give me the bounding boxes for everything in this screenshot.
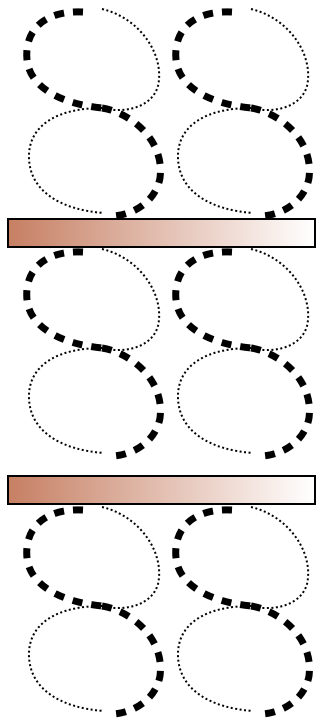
figure-eight-icon	[27, 9, 161, 216]
figure-eight-icon	[27, 249, 161, 456]
figure-eight-icon	[176, 249, 310, 456]
band-1	[27, 9, 310, 216]
band-2	[27, 249, 310, 456]
gradient-bar	[8, 219, 315, 247]
band-3	[27, 507, 310, 714]
figure-eight-icon	[176, 9, 310, 216]
figure-eight-icon	[27, 507, 161, 714]
gradient-bar	[8, 476, 315, 504]
figure-eight-icon	[176, 507, 310, 714]
